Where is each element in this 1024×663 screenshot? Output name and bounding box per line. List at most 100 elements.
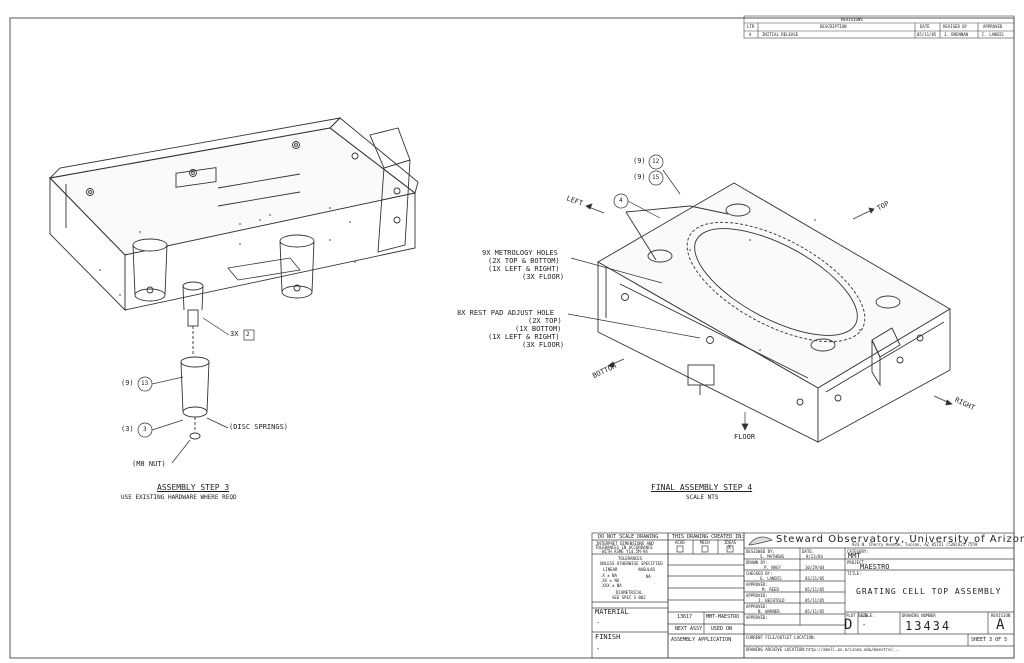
revisions-table — [743, 15, 1015, 39]
callout-disc-springs: (DISC SPRINGS) — [229, 423, 289, 431]
metrology-line-3: (1X LEFT & RIGHT) — [488, 265, 560, 273]
checked-by-date: 03/21/05 — [805, 576, 825, 581]
rev-row-ltr: A — [749, 32, 752, 37]
approved-2-role: APPROVED: — [746, 593, 768, 598]
drawing-number-label: DRAWING NUMBER — [902, 613, 936, 618]
rev-header-approved: APPROVED — [983, 24, 1003, 29]
step4-subtitle: SCALE NTS — [686, 494, 719, 501]
step3-subtitle: USE EXISTING HARDWARE WHERE REQD — [121, 494, 237, 501]
current-file-label: CURRENT FILE/OUTLET LOCATION: — [746, 635, 816, 640]
surface-line-2: SEE SPEC S-002 — [612, 595, 646, 600]
step4-title: FINAL ASSEMBLY STEP 4 — [651, 483, 753, 492]
rev-row-approved: C. LANDIS — [982, 32, 1004, 37]
direction-floor: FLOOR — [734, 433, 756, 441]
balloon-4-label: 4 — [619, 197, 623, 204]
step3-title: ASSEMBLY STEP 3 — [157, 483, 230, 492]
tol-linear: LINEAR — [603, 567, 618, 572]
drawing-title: GRATING CELL TOP ASSEMBLY — [856, 587, 1002, 596]
material-value: - — [596, 619, 601, 627]
rev-header-ltr: LTR — [747, 24, 755, 29]
category-label: CATEGORY: — [847, 549, 869, 554]
approved-3-date: 05/11/05 — [805, 609, 825, 614]
sheet-number: SHEET 3 OF 5 — [971, 637, 1008, 643]
drawing-number-value: 13434 — [905, 619, 952, 633]
interpret-line-1: INTERPRET DIMENSIONS AND — [596, 541, 654, 546]
rev-header-description: DESCRIPTION — [820, 24, 847, 29]
organization-address: 933 N. Cherry Avenue, Tucson, AZ 85721 (… — [852, 542, 978, 547]
designed-by-date: 8/23/04 — [806, 554, 823, 559]
approved-3-name: N. WARNER — [758, 609, 780, 614]
approved-4-role: APPROVED: — [746, 615, 768, 620]
date-label: DATE: — [802, 549, 815, 554]
interpret-line-2: TOLERANCES IN ACCORDANCE — [595, 545, 653, 550]
callout-q9-a: (9) — [633, 157, 646, 165]
balloon-2-label: 2 — [246, 331, 250, 338]
material-label: MATERIAL — [595, 608, 629, 616]
approved-1-name: M. REED — [762, 587, 779, 592]
tol-row-2: .XX ± NA — [600, 578, 620, 583]
step4-isometric-view — [597, 182, 951, 443]
callout-m8-nut: (M8 NUT) — [132, 460, 166, 468]
drawn-by-name: P. NAGY — [764, 565, 781, 570]
rev-row-description: INITIAL RELEASE — [762, 32, 799, 37]
assembly-application: ASSEMBLY APPLICATION — [671, 637, 732, 643]
balloon-13-label: 13 — [141, 380, 149, 387]
created-opt-mech: MECH — [700, 540, 710, 545]
surface-line-1: DIAMETRICAL — [616, 590, 643, 595]
category-value: MMT — [848, 552, 861, 560]
next-assy-label: NEXT ASSY — [675, 626, 703, 632]
step3-leaders — [137, 317, 255, 464]
tol-row-3: .XXX ± NA — [600, 583, 622, 588]
metrology-line-2: (2X TOP & BOTTOM) — [488, 257, 560, 265]
scale-value: - — [862, 621, 867, 629]
title-block — [591, 532, 1015, 659]
revision-value: A — [996, 617, 1005, 633]
balloon-12 — [648, 154, 664, 170]
rev-header-date: DATE — [920, 24, 930, 29]
callout-q9-b: (9) — [633, 173, 646, 181]
designed-by-role: DESIGNED BY: — [746, 549, 775, 554]
restpad-line-2: (2X TOP) — [528, 317, 562, 325]
created-opt-ideas: IDEAS — [724, 540, 737, 545]
rev-row-date: 05/11/05 — [917, 32, 937, 37]
balloon-2 — [243, 329, 255, 341]
tolerances-title: TOLERANCES — [618, 556, 643, 561]
balloon-15-label: 15 — [652, 174, 660, 181]
drawn-by-date: 10/29/04 — [805, 565, 825, 570]
checked-by-role: CHECKED BY: — [746, 571, 773, 576]
tol-angular-value: NA — [646, 574, 651, 579]
organization-name: Steward Observatory, University of Arizo… — [776, 534, 1024, 545]
tol-row-1: .X ± NA — [600, 573, 617, 578]
approved-3-role: APPROVED: — [746, 604, 768, 609]
approved-1-date: 05/11/05 — [805, 587, 825, 592]
finish-value: - — [596, 645, 601, 653]
approved-1-role: APPROVED: — [746, 582, 768, 587]
tol-angular: ANGULAR — [638, 567, 655, 572]
sheet-border — [9, 17, 1015, 659]
finish-label: FINISH — [595, 633, 621, 641]
restpad-line-1: 8X REST PAD ADJUST HOLE — [457, 309, 554, 317]
checked-by-name: G. LANDIS — [760, 576, 782, 581]
restpad-line-4: (1X LEFT & RIGHT) — [488, 333, 560, 341]
title-label: TITLE: — [847, 571, 862, 576]
callout-qty-3x: 3X — [230, 330, 239, 338]
used-on-label: USED ON — [711, 626, 733, 632]
balloon-3-label: 3 — [143, 426, 147, 433]
approved-2-date: 05/11/05 — [805, 598, 825, 603]
approved-2-name: J. BECHTOLD — [758, 598, 785, 603]
callout-q9: (9) — [121, 379, 134, 387]
project-value: MAESTRO — [860, 563, 890, 571]
step3-isometric-view — [48, 117, 419, 440]
metrology-line-4: (3X FLOOR) — [522, 273, 565, 281]
interpret-line-3: WITH ASME Y14.5M-94 — [602, 549, 648, 554]
restpad-line-5: (3X FLOOR) — [522, 341, 565, 349]
metrology-line-1: 9X METROLOGY HOLES — [482, 249, 558, 257]
do-not-scale: DO NOT SCALE DRAWING — [598, 534, 659, 540]
revisions-title: REVISIONS — [841, 17, 863, 22]
created-opt-acad: ACAD — [675, 540, 685, 545]
next-assy-number: 13617 — [677, 614, 693, 620]
next-assy-name: MMT-MAESTRO — [706, 614, 740, 620]
designed-by-name: S. MATHEWS — [760, 554, 785, 559]
created-in-label: THIS DRAWING CREATED IN: — [672, 534, 745, 540]
archive-location: DRAWING ARCHIVE LOCATION:http://abell.as… — [746, 647, 901, 652]
